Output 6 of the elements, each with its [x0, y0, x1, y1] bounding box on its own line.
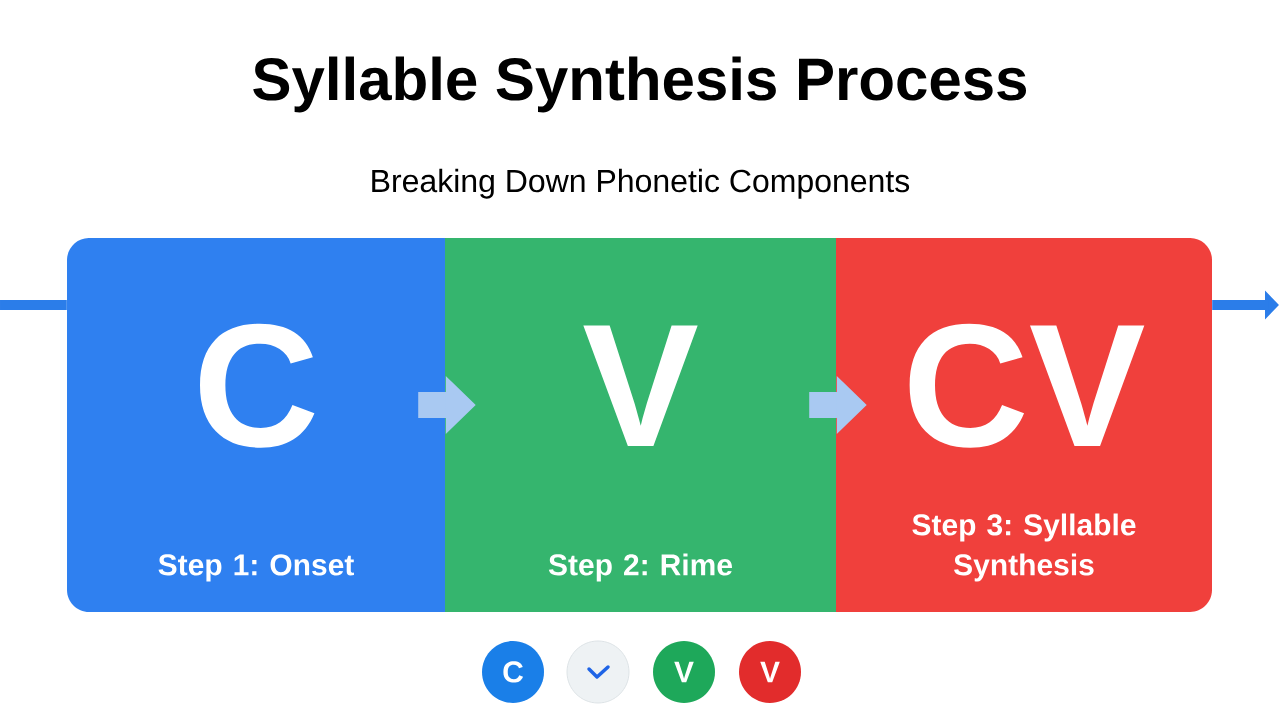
step-panel: V Step 2: Rime: [445, 238, 836, 612]
step-panel: CV Step 3: Syllable Synthesis: [836, 238, 1212, 612]
subtitle: Breaking Down Phonetic Components: [372, 168, 910, 199]
title: Syllable Synthesis Process: [253, 56, 1026, 113]
step-panel: C Step 1: Onset: [67, 238, 445, 612]
check-circle: [566, 640, 630, 704]
